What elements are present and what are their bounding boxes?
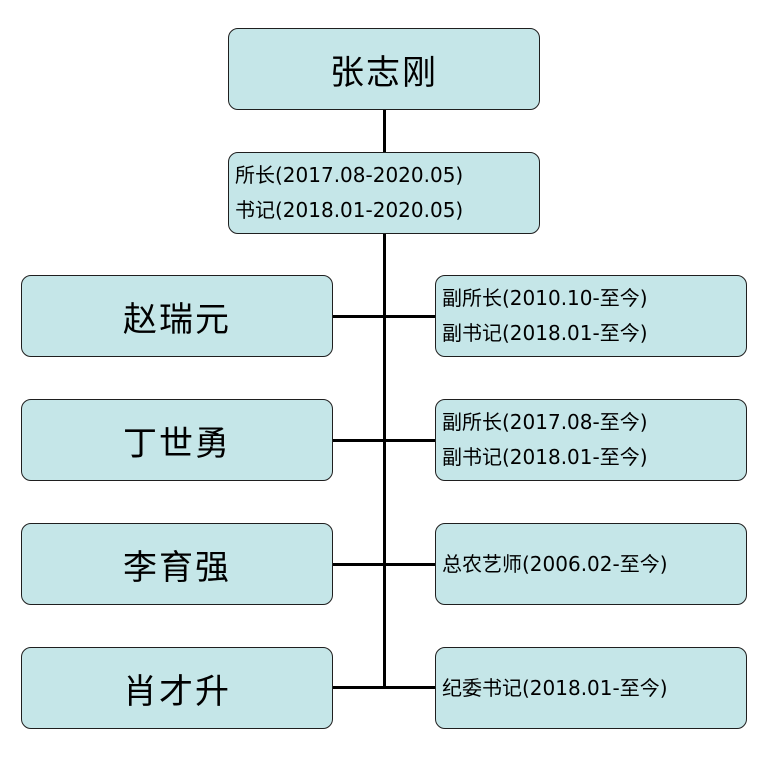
member-2-role-2: 副书记(2018.01-至今) [442, 445, 648, 469]
head-name-box: 张志刚 [228, 28, 540, 110]
member-roles-box-3: 总农艺师(2006.02-至今) [435, 523, 747, 605]
head-role-2: 书记(2018.01-2020.05) [235, 198, 464, 222]
branch-line-2 [332, 439, 436, 442]
member-name-box-1: 赵瑞元 [21, 275, 333, 357]
member-name-3: 李育强 [123, 547, 231, 588]
member-2-role-1: 副所长(2017.08-至今) [442, 410, 648, 434]
branch-line-1 [332, 315, 436, 318]
head-name: 张志刚 [330, 52, 438, 93]
member-roles-box-1: 副所长(2010.10-至今) 副书记(2018.01-至今) [435, 275, 747, 357]
member-name-2: 丁世勇 [123, 423, 231, 464]
member-roles-box-4: 纪委书记(2018.01-至今) [435, 647, 747, 729]
member-name-box-3: 李育强 [21, 523, 333, 605]
branch-line-3 [332, 563, 436, 566]
member-name-4: 肖才升 [123, 671, 231, 712]
member-3-role-1: 总农艺师(2006.02-至今) [442, 551, 668, 576]
member-1-role-2: 副书记(2018.01-至今) [442, 321, 648, 345]
head-roles-box: 所长(2017.08-2020.05) 书记(2018.01-2020.05) [228, 152, 540, 234]
member-name-box-4: 肖才升 [21, 647, 333, 729]
member-1-role-1: 副所长(2010.10-至今) [442, 286, 648, 310]
member-roles-box-2: 副所长(2017.08-至今) 副书记(2018.01-至今) [435, 399, 747, 481]
vertical-trunk-line [383, 108, 386, 689]
member-name-box-2: 丁世勇 [21, 399, 333, 481]
member-4-role-1: 纪委书记(2018.01-至今) [442, 675, 668, 700]
head-role-1: 所长(2017.08-2020.05) [235, 163, 464, 187]
branch-line-4 [332, 686, 436, 689]
member-name-1: 赵瑞元 [123, 299, 231, 340]
